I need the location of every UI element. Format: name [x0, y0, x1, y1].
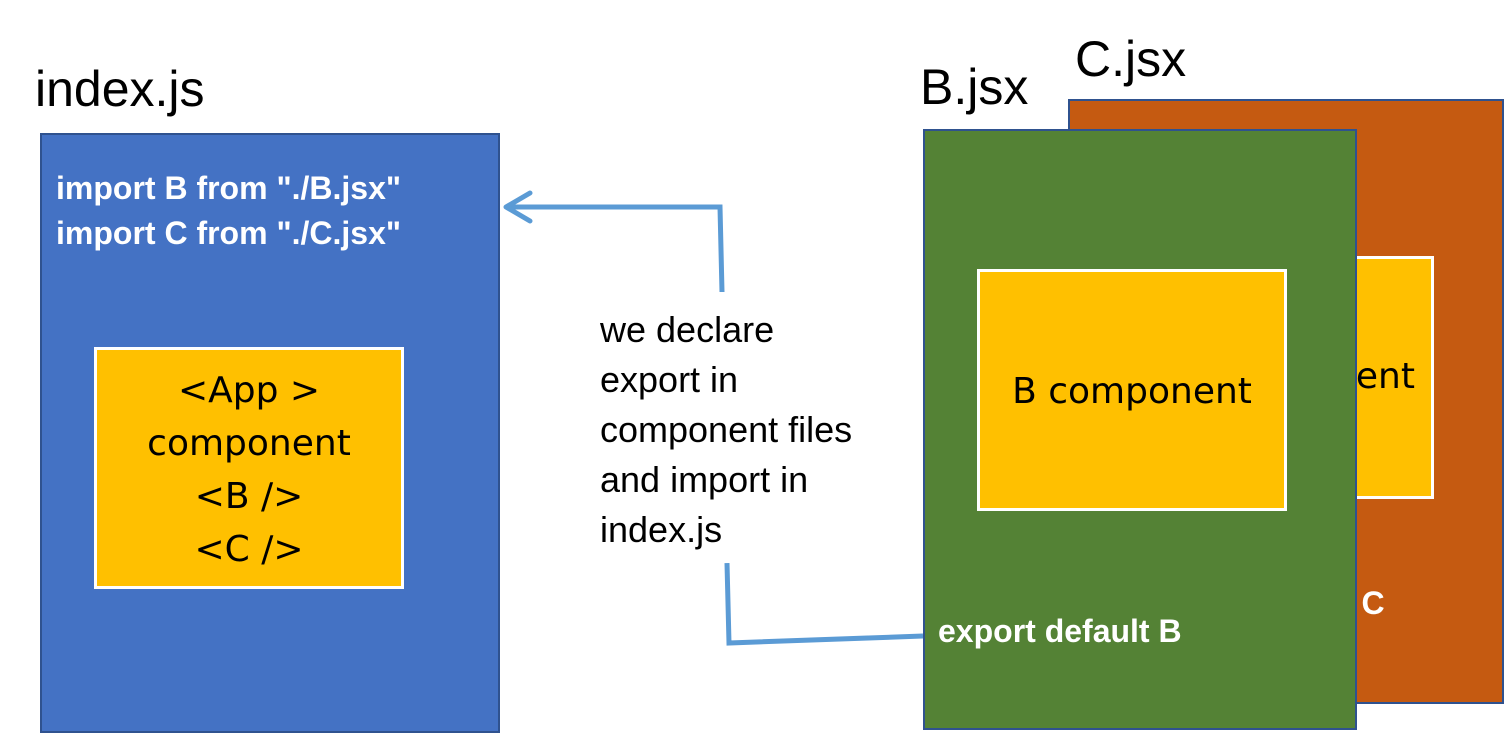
note-line-1: we declare [600, 309, 775, 350]
b-component-label: B component [1012, 371, 1252, 412]
import-b-line: import B from "./B.jsx" [56, 170, 402, 206]
index-file-title: index.js [35, 61, 205, 117]
note-line-2: export in [600, 359, 739, 400]
app-component-box: <App > component <B /> <C /> [94, 347, 404, 589]
app-line-4: <C /> [194, 529, 304, 570]
app-line-1: <App > [177, 370, 321, 411]
arrow-upper-segment [506, 204, 725, 293]
note-line-4: and import in [600, 459, 809, 500]
app-line-2: component [147, 423, 351, 464]
import-c-line: import C from "./C.jsx" [56, 215, 402, 251]
arrow-lower-segment [724, 562, 924, 646]
b-file-box: B component export default B [923, 129, 1357, 730]
app-line-3: <B /> [194, 476, 304, 517]
note-line-3: component files [600, 409, 853, 450]
b-component-box: B component [977, 269, 1287, 511]
c-file-title: C.jsx [1075, 31, 1187, 87]
index-file-box: import B from "./B.jsx" import C from ".… [40, 133, 500, 733]
c-component-label: ent [1355, 356, 1415, 397]
b-file-title: B.jsx [920, 59, 1029, 115]
app-component-text: <App > component <B /> <C /> [97, 364, 401, 576]
explanation-note: we declare export in component files and… [600, 305, 852, 555]
arrow-head [503, 190, 533, 224]
export-default-b: export default B [938, 613, 1182, 649]
note-line-5: index.js [600, 509, 723, 550]
